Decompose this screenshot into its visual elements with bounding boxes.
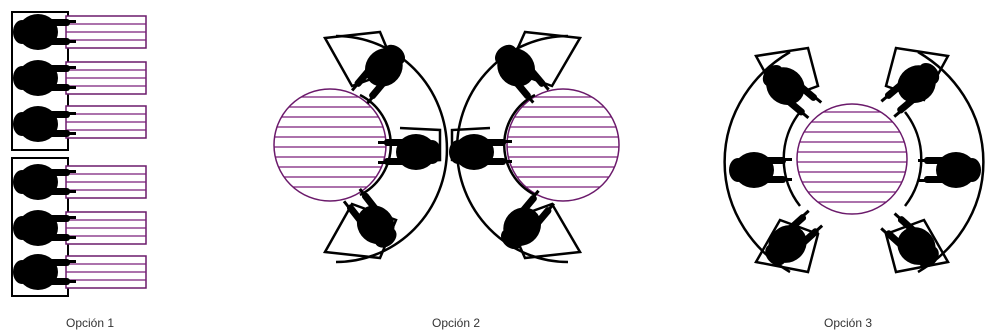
desk xyxy=(66,212,146,244)
desk xyxy=(66,166,146,198)
person-icon xyxy=(378,134,441,170)
round-table xyxy=(792,104,912,214)
desk xyxy=(66,256,146,288)
option-2-caption: Opción 2 xyxy=(396,316,516,330)
desk xyxy=(66,106,146,138)
desk xyxy=(66,16,146,48)
person-icon xyxy=(918,152,981,188)
option-3-diagram xyxy=(725,48,984,276)
option-1-caption: Opción 1 xyxy=(30,316,150,330)
round-table xyxy=(270,89,390,201)
option-2-diagram xyxy=(270,32,623,262)
desk xyxy=(66,62,146,94)
person-icon xyxy=(729,152,792,188)
person-icon xyxy=(755,56,826,124)
option-3-caption: Opción 3 xyxy=(788,316,908,330)
option-1-diagram xyxy=(12,12,146,296)
